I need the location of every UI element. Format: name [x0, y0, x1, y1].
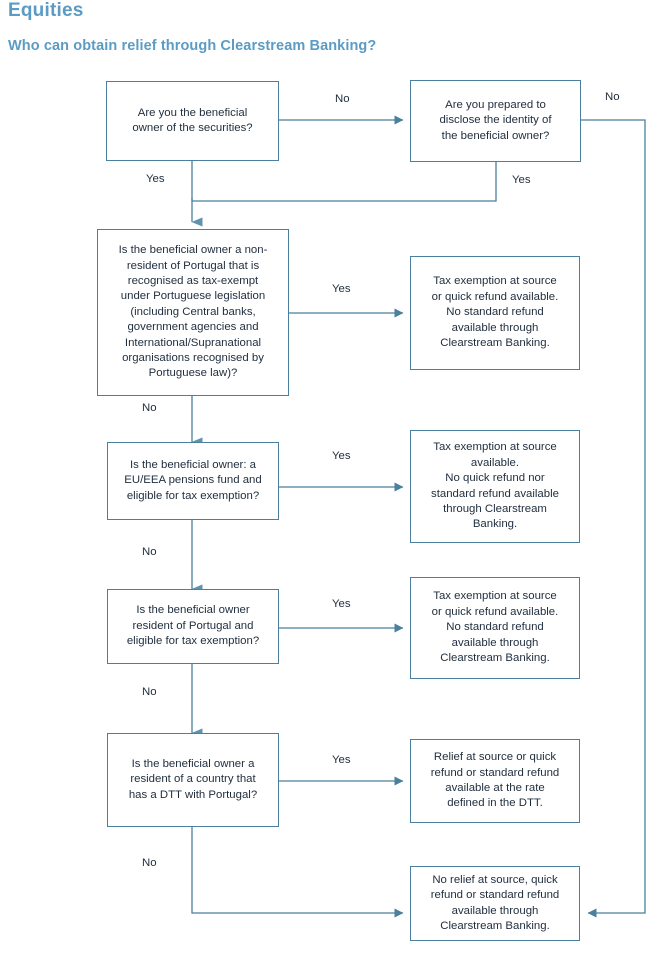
- node-out-dtt-rate[interactable]: Relief at source or quick refund or stan…: [410, 739, 580, 823]
- edge-dtt-no: [191, 827, 404, 918]
- edge-label-disclose-no: No: [605, 91, 620, 103]
- edge-disclose-yes: [192, 162, 497, 202]
- node-out-exemption-only[interactable]: Tax exemption at source available. No qu…: [410, 430, 580, 543]
- node-text: Tax exemption at source or quick refund …: [431, 590, 559, 665]
- edge-label-nonres-yes: Yes: [332, 283, 351, 295]
- edge-label-resident-yes: Yes: [332, 598, 351, 610]
- node-text: Tax exemption at source or quick refund …: [431, 275, 559, 350]
- edge-label-disclose-yes: Yes: [512, 174, 531, 186]
- node-q-beneficial-owner[interactable]: Are you the beneficial owner of the secu…: [106, 81, 279, 161]
- node-q-resident-portugal[interactable]: Is the beneficial owner resident of Port…: [107, 589, 279, 664]
- edge-label-pension-yes: Yes: [332, 450, 351, 462]
- edge-label-owner-no: No: [335, 93, 350, 105]
- edge-disclose-no: [581, 119, 646, 918]
- edge-label-owner-yes: Yes: [146, 173, 165, 185]
- edge-label-dtt-yes: Yes: [332, 754, 351, 766]
- node-text: Are you the beneficial owner of the secu…: [132, 106, 253, 134]
- node-q-non-resident-tax-exempt[interactable]: Is the beneficial owner a non- resident …: [97, 229, 289, 396]
- node-q-disclose-identity[interactable]: Are you prepared to disclose the identit…: [410, 80, 581, 162]
- page-title: Equities: [8, 0, 84, 21]
- node-text: Tax exemption at source available. No qu…: [431, 441, 559, 531]
- node-q-dtt-country[interactable]: Is the beneficial owner a resident of a …: [107, 733, 279, 827]
- edge-label-nonres-no: No: [142, 402, 157, 414]
- node-q-eu-eea-pension-fund[interactable]: Is the beneficial owner: a EU/EEA pensio…: [107, 442, 279, 520]
- node-text: Relief at source or quick refund or stan…: [430, 751, 560, 810]
- node-text: No relief at source, quick refund or sta…: [430, 873, 560, 932]
- node-text: Is the beneficial owner a resident of a …: [128, 757, 258, 801]
- edge-label-pension-no: No: [142, 546, 157, 558]
- node-out-exemption-or-quick-2[interactable]: Tax exemption at source or quick refund …: [410, 577, 580, 679]
- page-subtitle: Who can obtain relief through Clearstrea…: [8, 38, 377, 54]
- edge-label-resident-no: No: [142, 686, 157, 698]
- node-out-exemption-or-quick-1[interactable]: Tax exemption at source or quick refund …: [410, 256, 580, 370]
- edge-label-dtt-no: No: [142, 857, 157, 869]
- node-text: Is the beneficial owner: a EU/EEA pensio…: [124, 458, 262, 502]
- node-text: Is the beneficial owner a non- resident …: [118, 244, 268, 380]
- node-out-no-relief[interactable]: No relief at source, quick refund or sta…: [410, 866, 580, 941]
- node-text: Are you prepared to disclose the identit…: [439, 98, 552, 142]
- node-text: Is the beneficial owner resident of Port…: [126, 604, 260, 648]
